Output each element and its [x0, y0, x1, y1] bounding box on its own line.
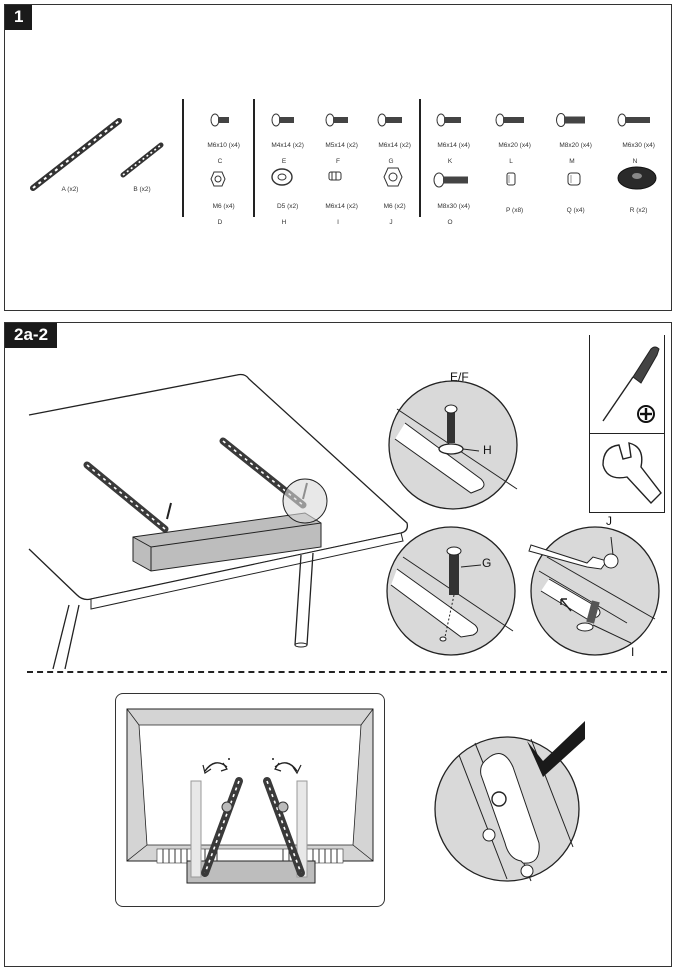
- part-d-letter: D: [217, 219, 223, 226]
- screw-i-icon: [328, 171, 342, 181]
- bracket-a-image: [30, 118, 122, 191]
- tv-illustration-frame: [115, 693, 385, 907]
- divider-3: [419, 99, 421, 217]
- part-f-letter: F: [336, 158, 340, 165]
- part-o-letter: O: [447, 219, 453, 226]
- part-h-label: D5 (x2) H: [258, 195, 310, 243]
- part-d-size: M6 (x4): [212, 203, 235, 210]
- part-j-label: M6 (x2) J: [365, 195, 417, 243]
- screw-k-icon: [436, 113, 461, 127]
- part-c-size: M6x10 (x4): [207, 142, 240, 149]
- nut-d-icon: [210, 171, 226, 187]
- part-k-letter: K: [447, 158, 453, 165]
- divider-2: [253, 99, 255, 217]
- screw-c-icon: [210, 113, 229, 127]
- screw-e-icon: [271, 113, 294, 127]
- part-l-letter: L: [509, 158, 513, 165]
- part-i-letter: I: [337, 219, 339, 226]
- part-l-label: M6x20 (x4) L: [485, 134, 537, 182]
- callout-i: I: [631, 645, 635, 659]
- part-h-size: D5 (x2): [276, 203, 299, 210]
- part-c-label: M6x10 (x4) C: [195, 134, 245, 182]
- part-a-label: A (x2): [61, 186, 79, 193]
- part-e-size: M4x14 (x2): [271, 142, 304, 149]
- screwdriver-icon: [602, 346, 660, 423]
- screw-g-icon: [377, 113, 402, 127]
- step-2a-2-badge: 2a-2: [5, 323, 58, 348]
- part-f-label: M5x14 (x2) F: [312, 134, 364, 182]
- callout-g: G: [482, 556, 492, 570]
- part-c-letter: C: [217, 158, 223, 165]
- part-r-label: R (x2): [609, 199, 661, 223]
- spacer-q-icon: [567, 172, 581, 186]
- part-g-label: M6x14 (x2) G: [365, 134, 417, 182]
- part-l-size: M6x20 (x4): [498, 142, 531, 149]
- divider-1: [182, 99, 184, 217]
- part-r-size: R (x2): [629, 207, 648, 214]
- spacer-p-icon: [506, 172, 516, 186]
- screw-m-icon: [556, 113, 585, 127]
- detail-circle-ef-h: [388, 380, 518, 510]
- part-h-letter: H: [281, 219, 287, 226]
- washer-h-icon: [271, 168, 293, 186]
- part-p-size: P (x8): [506, 207, 524, 214]
- tv-back-illustration: [126, 708, 374, 884]
- part-k-label: M6x14 (x4) K: [424, 134, 476, 182]
- part-n-letter: N: [632, 158, 638, 165]
- part-i-label: M6x14 (x2) I: [312, 195, 364, 243]
- part-k-size: M6x14 (x4): [437, 142, 470, 149]
- detail-circle-check: [434, 721, 585, 882]
- callout-j: J: [606, 514, 612, 528]
- nut-j-icon: [383, 167, 403, 187]
- part-n-label: M6x30 (x4) N: [609, 134, 661, 182]
- part-o-label: M8x30 (x4) O: [424, 195, 476, 243]
- section-separator: [27, 671, 667, 673]
- part-g-letter: G: [388, 158, 394, 165]
- part-n-size: M6x30 (x4): [622, 142, 655, 149]
- part-b-label: B (x2): [133, 186, 151, 193]
- part-q-label: Q (x4): [546, 199, 598, 223]
- bracket-b-image: [120, 142, 164, 178]
- part-i-size: M6x14 (x2): [325, 203, 358, 210]
- part-e-letter: E: [281, 158, 287, 165]
- part-q-size: Q (x4): [566, 207, 585, 214]
- step-1-badge: 1: [5, 5, 33, 30]
- part-g-size: M6x14 (x2): [378, 142, 411, 149]
- tools-divider: [590, 433, 664, 434]
- part-m-size: M8x20 (x4): [559, 142, 592, 149]
- wrench-icon: [602, 442, 662, 505]
- part-m-letter: M: [569, 158, 575, 165]
- part-f-size: M5x14 (x2): [325, 142, 358, 149]
- part-j-size: M6 (x2): [383, 203, 406, 210]
- table-soundbar-illustration: [28, 373, 409, 670]
- part-e-label: M4x14 (x2) E: [258, 134, 310, 182]
- callout-h: H: [483, 443, 492, 457]
- tools-box: [589, 335, 665, 513]
- step-2a-2-panel: 2a-2 E/F H: [4, 322, 672, 967]
- screw-f-icon: [325, 113, 348, 127]
- part-o-size: M8x30 (x4): [437, 203, 470, 210]
- pad-r-icon: [617, 166, 657, 190]
- screw-o-icon: [433, 172, 468, 188]
- step-1-panel: 1 A (x2) B (x2) M6x10 (x4) C M4x14 (x2) …: [4, 4, 672, 311]
- callout-ef: E/F: [450, 370, 469, 384]
- detail-circle-g: [386, 526, 516, 656]
- part-m-label: M8x20 (x4) M: [546, 134, 598, 182]
- part-p-label: P (x8): [485, 199, 537, 223]
- detail-circle-j-i: [528, 526, 660, 656]
- screw-l-icon: [495, 113, 524, 127]
- screw-n-icon: [617, 113, 650, 127]
- part-d-label: M6 (x4) D: [195, 195, 245, 243]
- part-j-letter: J: [389, 219, 393, 226]
